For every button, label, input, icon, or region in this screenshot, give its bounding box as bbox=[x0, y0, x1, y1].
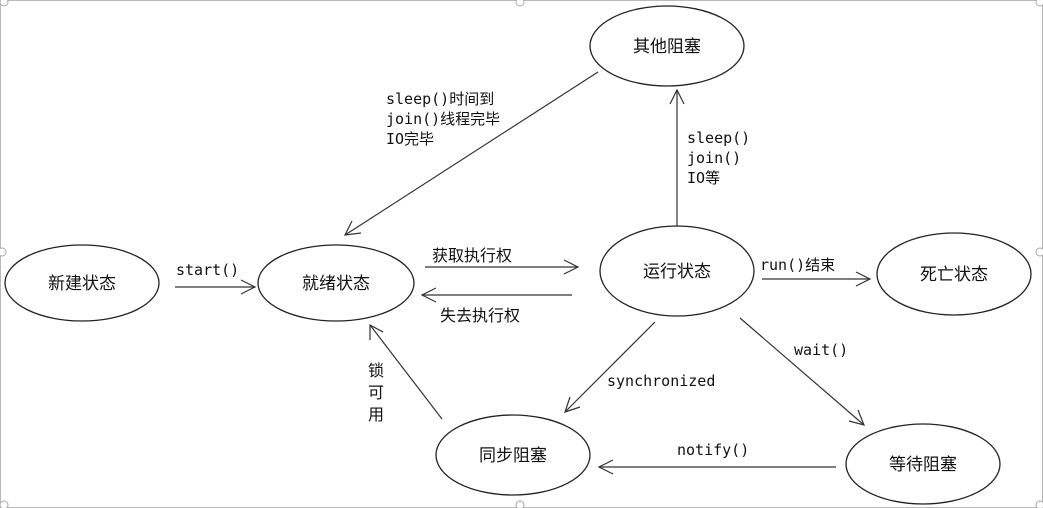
node-dead[interactable]: 死亡状态 bbox=[876, 232, 1032, 316]
node-label: 死亡状态 bbox=[920, 265, 988, 285]
state-ellipse bbox=[845, 423, 1001, 505]
node-sync-block[interactable]: 同步阻塞 bbox=[435, 414, 591, 496]
arrowhead bbox=[597, 459, 614, 475]
arrowhead bbox=[848, 409, 866, 426]
node-label: 运行状态 bbox=[643, 262, 711, 282]
node-new[interactable]: 新建状态 bbox=[4, 244, 160, 322]
arrowhead bbox=[420, 287, 437, 303]
node-running[interactable]: 运行状态 bbox=[599, 225, 755, 317]
edge-label-wait: wait() bbox=[794, 341, 848, 359]
node-label: 新建状态 bbox=[48, 274, 116, 294]
edge-label-lock-1: 锁 bbox=[368, 361, 384, 380]
edge-lock-available bbox=[369, 324, 443, 420]
node-other-block[interactable]: 其他阻塞 bbox=[589, 5, 745, 87]
edges bbox=[175, 71, 872, 475]
resize-handle-top-right[interactable] bbox=[1035, 0, 1043, 7]
edge-label-other-to-ready-1: sleep()时间到 bbox=[386, 90, 494, 108]
edge-wait bbox=[739, 317, 865, 426]
edge-label-to-other-block-3: IO等 bbox=[687, 169, 720, 187]
arrowhead bbox=[855, 271, 872, 287]
node-label: 等待阻塞 bbox=[889, 455, 957, 475]
state-ellipse bbox=[435, 414, 591, 496]
edge-label-acquire-cpu: 获取执行权 bbox=[432, 246, 512, 265]
state-ellipse bbox=[4, 244, 160, 322]
edge-label-other-to-ready-3: IO完毕 bbox=[386, 130, 434, 148]
node-label: 同步阻塞 bbox=[479, 446, 547, 466]
edge-synchronized bbox=[564, 321, 656, 413]
state-ellipse bbox=[876, 232, 1032, 316]
edge-label-lock-2: 可 bbox=[368, 383, 384, 402]
state-ellipse bbox=[589, 5, 745, 87]
edge-label-synchronized: synchronized bbox=[607, 372, 715, 390]
edge-label-other-to-ready-2: join()线程完毕 bbox=[386, 110, 500, 128]
resize-handle-bottom-right[interactable] bbox=[1035, 500, 1043, 508]
arrowhead bbox=[564, 396, 581, 413]
arrowhead bbox=[369, 323, 384, 340]
edge-label-start: start() bbox=[176, 261, 239, 279]
node-wait-block[interactable]: 等待阻塞 bbox=[845, 423, 1001, 505]
edge-label-lock-3: 用 bbox=[368, 405, 384, 424]
edge-label-lose-cpu: 失去执行权 bbox=[440, 306, 520, 325]
edge-label-run-end: run()结束 bbox=[760, 256, 835, 274]
arrowhead bbox=[240, 279, 257, 295]
edge-other-block-to-ready bbox=[344, 71, 599, 236]
resize-handle-top-left[interactable] bbox=[0, 0, 9, 7]
edge-label-to-other-block-1: sleep() bbox=[687, 129, 750, 147]
node-label: 就绪状态 bbox=[302, 274, 370, 294]
resize-handle-middle-left[interactable] bbox=[0, 247, 7, 257]
resize-handle-middle-right[interactable] bbox=[1035, 247, 1043, 257]
resize-handle-bottom-left[interactable] bbox=[0, 500, 9, 508]
arrowhead bbox=[669, 88, 685, 105]
arrowhead bbox=[343, 220, 362, 236]
resize-handle-bottom-center[interactable] bbox=[515, 500, 525, 508]
resize-handle-top-center[interactable] bbox=[515, 0, 525, 7]
edge-label-notify: notify() bbox=[677, 441, 749, 459]
node-label: 其他阻塞 bbox=[633, 37, 701, 57]
edge-label-to-other-block-2: join() bbox=[687, 149, 741, 167]
state-ellipse bbox=[257, 244, 415, 322]
node-ready[interactable]: 就绪状态 bbox=[257, 244, 415, 322]
state-ellipse bbox=[599, 225, 755, 317]
arrowhead bbox=[563, 259, 580, 275]
